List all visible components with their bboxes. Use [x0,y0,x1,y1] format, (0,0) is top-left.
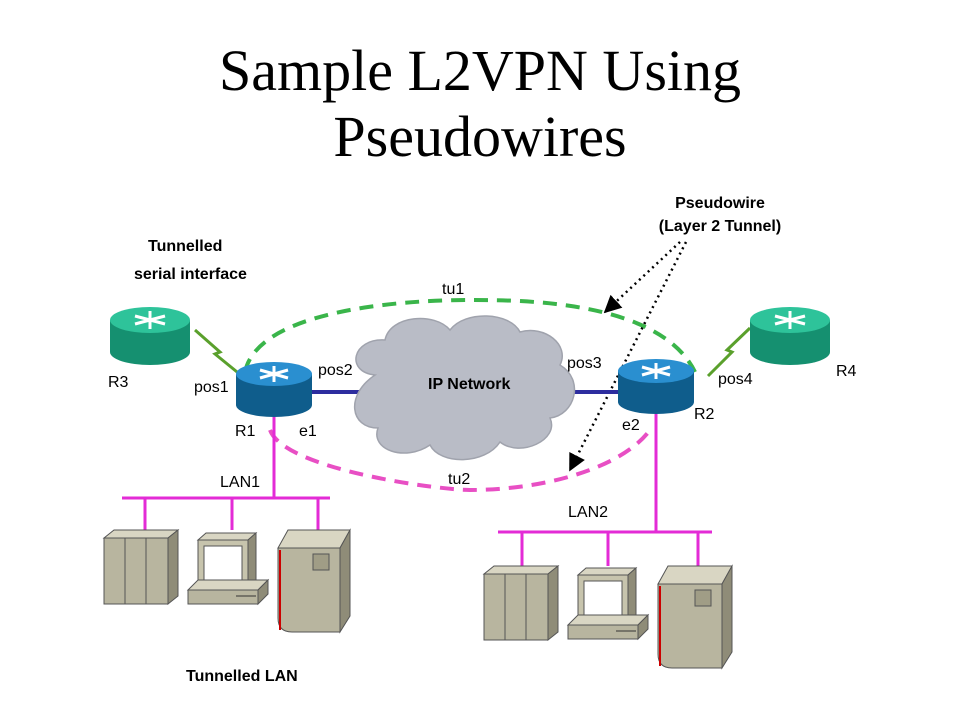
pos1-label: pos1 [194,379,229,396]
tunnelled-lan-label: Tunnelled LAN [186,668,298,685]
tunnelled-serial-label-line-2: serial interface [134,266,247,283]
lan1-server-rack-icon[interactable] [102,528,180,606]
lan2-workstation-icon[interactable] [566,566,650,641]
title-line-1: Sample L2VPN Using [219,38,741,103]
lan2-server-tower-icon[interactable] [657,564,733,670]
r3-label: R3 [108,374,129,391]
page-title: Sample L2VPN Using Pseudowires [0,38,960,170]
tu2-label: tu2 [448,471,470,488]
r1-label: R1 [235,423,256,440]
pseudowire-label-line-1: Pseudowire [675,195,765,212]
lan1-workstation-icon[interactable] [186,531,270,606]
pos3-label: pos3 [567,355,602,372]
router-r2-icon[interactable] [618,359,694,414]
pseudowire-arrow-1 [603,241,681,314]
lan1-server-tower-icon[interactable] [277,528,351,634]
lan2-label: LAN2 [568,504,608,521]
pos4-label: pos4 [718,371,753,388]
pseudowire-arrow-2 [568,241,688,472]
lan1-label: LAN1 [220,474,260,491]
r2-label: R2 [694,406,715,423]
tunnel-tu2-arc [268,428,652,493]
serial-link-r3-r1 [194,328,243,378]
r4-label: R4 [836,363,857,380]
tu1-label: tu1 [442,281,464,298]
title-line-2: Pseudowires [333,104,627,169]
e1-label: e1 [299,423,317,440]
ip-network-label: IP Network [428,376,511,393]
pseudowire-label-line-2: (Layer 2 Tunnel) [659,218,781,235]
router-r3-icon[interactable] [110,307,190,365]
router-r4-icon[interactable] [750,307,830,365]
pos2-label: pos2 [318,362,353,379]
lan2-server-rack-icon[interactable] [482,564,560,642]
e2-label: e2 [622,417,640,434]
serial-link-r4-r2 [706,326,752,378]
tunnel-tu1-arc [243,297,697,373]
tunnelled-serial-label-line-1: Tunnelled [148,238,222,255]
ip-network-cloud [354,315,576,461]
router-r1-icon[interactable] [236,362,312,417]
